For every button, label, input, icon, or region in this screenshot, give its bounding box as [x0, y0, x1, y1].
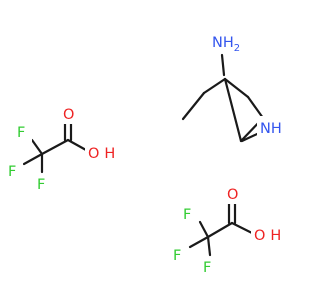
bond-c3-nh2: [220, 53, 226, 77]
ethylazetidinamine: NH2 NH: [181, 29, 289, 143]
fluorine-bottom-label: F: [203, 260, 211, 276]
bond-cf-top: [30, 138, 44, 156]
bond-cf-left: [22, 152, 44, 166]
bond-cf3-c: [40, 138, 70, 156]
fluorine-left-label: F: [8, 164, 16, 180]
fluorine-top-label: F: [17, 125, 25, 141]
fluorine-bottom-label: F: [37, 177, 45, 193]
hydroxyl-hydrogen: H: [270, 228, 281, 244]
hydroxyl-hydrogen: H: [104, 146, 115, 162]
hydroxyl-oxygen: O: [88, 146, 99, 162]
amino-subscript: 2: [234, 43, 240, 54]
fluorine-top-label: F: [183, 207, 191, 223]
bond-ring-c3-c2: [223, 77, 250, 99]
bond-c3-ch2: [202, 77, 227, 95]
ring-nh-label: NH: [260, 121, 282, 137]
bond-cf-left: [188, 235, 210, 249]
bond-c-oh: [230, 221, 254, 235]
bond-cf-top: [198, 220, 210, 239]
hydroxyl-oxygen: O: [254, 228, 265, 244]
bond-c-oh: [66, 138, 88, 152]
bond-cf-bottom: [206, 235, 212, 257]
bond-ethyl-ch2-ch3: [181, 91, 206, 121]
bond-cf3-c: [206, 221, 234, 239]
carbonyl-oxygen-label: O: [227, 187, 238, 203]
carbonyl-oxygen-label: O: [63, 107, 74, 123]
amino-label: NH2: [212, 35, 240, 54]
amino-nh: NH: [212, 35, 234, 51]
bond-ring-c2-n: [246, 95, 265, 120]
fluorine-left-label: F: [173, 248, 181, 264]
bond-ring-c4-c3: [223, 77, 243, 143]
